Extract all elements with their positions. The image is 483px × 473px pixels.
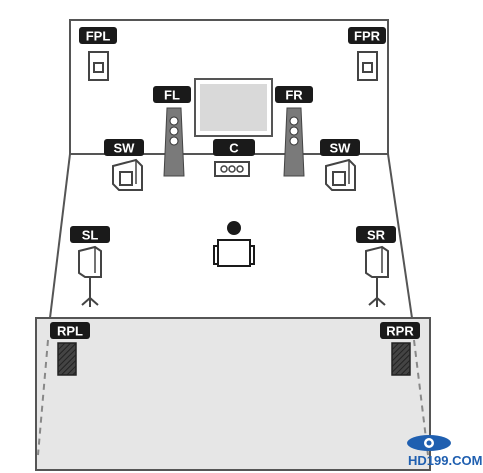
right-wall-edge — [387, 153, 413, 319]
stand-speaker-icon — [365, 245, 389, 307]
rear-dashed-lines — [37, 339, 429, 456]
label-rpl-text: RPL — [57, 324, 83, 339]
label-sr: SR — [356, 226, 396, 243]
label-sw-right-text: SW — [330, 141, 352, 156]
listener-icon — [213, 221, 255, 267]
label-fpl-text: FPL — [86, 29, 111, 44]
label-fpr-text: FPR — [354, 29, 381, 44]
stand-speaker-icon — [78, 245, 102, 307]
height-speaker-icon — [88, 51, 109, 81]
tower-speaker-icon — [283, 107, 305, 177]
subwoofer-icon — [325, 158, 356, 191]
label-sw-right: SW — [320, 139, 360, 156]
rear-presence-speaker-icon — [57, 342, 77, 376]
label-sl-text: SL — [82, 228, 99, 243]
tower-speaker-icon — [163, 107, 185, 177]
height-speaker-icon — [357, 51, 378, 81]
label-fpl: FPL — [79, 27, 117, 44]
label-sr-text: SR — [367, 228, 386, 243]
left-wall-edge — [49, 153, 71, 319]
label-fr: FR — [275, 86, 313, 103]
label-fl: FL — [153, 86, 191, 103]
label-rpr-text: RPR — [386, 324, 414, 339]
floor-area — [35, 317, 431, 471]
watermark-text: HD199.COM — [408, 453, 482, 468]
label-fr-text: FR — [285, 88, 303, 103]
label-rpl: RPL — [50, 322, 90, 339]
label-rpr: RPR — [380, 322, 420, 339]
label-fpr: FPR — [348, 27, 386, 44]
tv-screen — [194, 78, 273, 137]
label-sw-left: SW — [104, 139, 144, 156]
label-c: C — [213, 139, 255, 156]
watermark: HD199.COM — [407, 435, 482, 468]
rear-presence-speaker-icon — [391, 342, 411, 376]
subwoofer-icon — [112, 158, 143, 191]
label-sw-left-text: SW — [114, 141, 136, 156]
label-c-text: C — [229, 141, 239, 156]
label-sl: SL — [70, 226, 110, 243]
label-fl-text: FL — [164, 88, 180, 103]
center-speaker-icon — [214, 161, 250, 177]
watermark-logo-icon — [407, 435, 451, 451]
